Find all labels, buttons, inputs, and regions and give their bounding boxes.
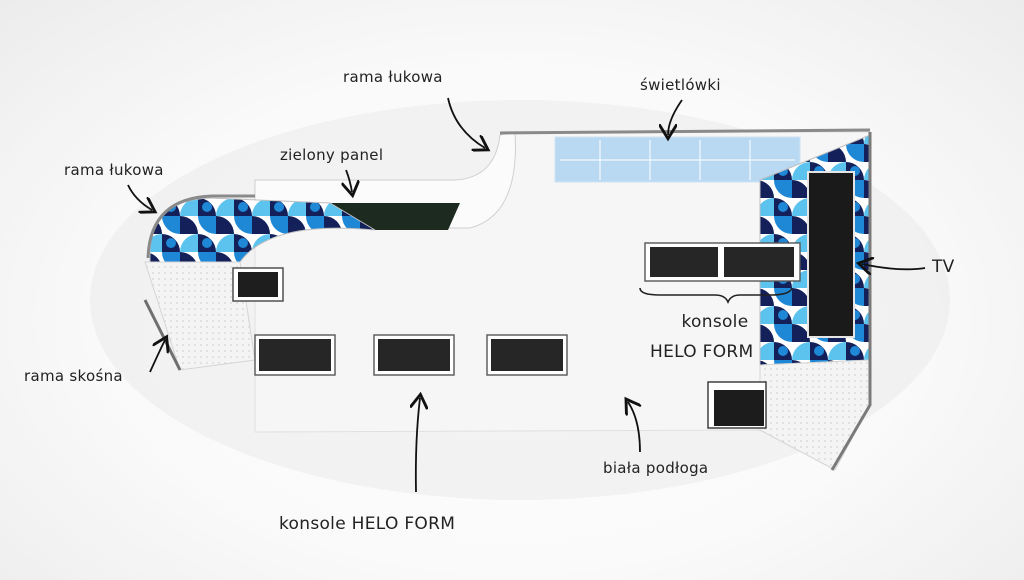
arrow-tv bbox=[862, 264, 926, 269]
left-frame-edge bbox=[146, 194, 255, 259]
arrow-swietlowki bbox=[668, 99, 683, 135]
label-swietlowki: świetlówki bbox=[640, 76, 721, 94]
tv-screen bbox=[807, 171, 855, 338]
consoles-right bbox=[644, 242, 801, 282]
ceiling-lights bbox=[554, 136, 801, 183]
label-konsole-bottom: konsole HELO FORM bbox=[279, 514, 456, 534]
brace-right bbox=[639, 287, 793, 305]
annotation-arrows bbox=[127, 97, 926, 493]
arrow-biala-podloga bbox=[628, 402, 640, 453]
label-rama-skosna: rama skośna bbox=[24, 367, 123, 385]
cube-right bbox=[707, 381, 767, 429]
arrow-rama-lukowa-top bbox=[447, 97, 485, 148]
label-rama-lukowa-left: rama łukowa bbox=[64, 161, 164, 179]
label-rama-lukowa-top: rama łukowa bbox=[343, 68, 443, 86]
arrow-zielony-panel bbox=[346, 169, 352, 192]
label-tv: TV bbox=[932, 257, 955, 277]
right-frame-edge bbox=[830, 132, 872, 471]
consoles-bottom bbox=[254, 334, 568, 376]
arrow-rama-skosna bbox=[149, 340, 165, 373]
label-biala-podloga: biała podłoga bbox=[603, 459, 709, 477]
label-konsole-right-line2: HELO FORM bbox=[650, 342, 754, 362]
top-frame-edge bbox=[499, 128, 871, 135]
label-konsole-right-line1: konsole bbox=[681, 312, 749, 332]
arrow-rama-lukowa-left bbox=[127, 184, 152, 210]
cube-left bbox=[232, 267, 284, 302]
label-zielony-panel: zielony panel bbox=[280, 146, 384, 164]
green-panel bbox=[330, 203, 460, 230]
arrow-konsole-bottom bbox=[416, 398, 420, 493]
